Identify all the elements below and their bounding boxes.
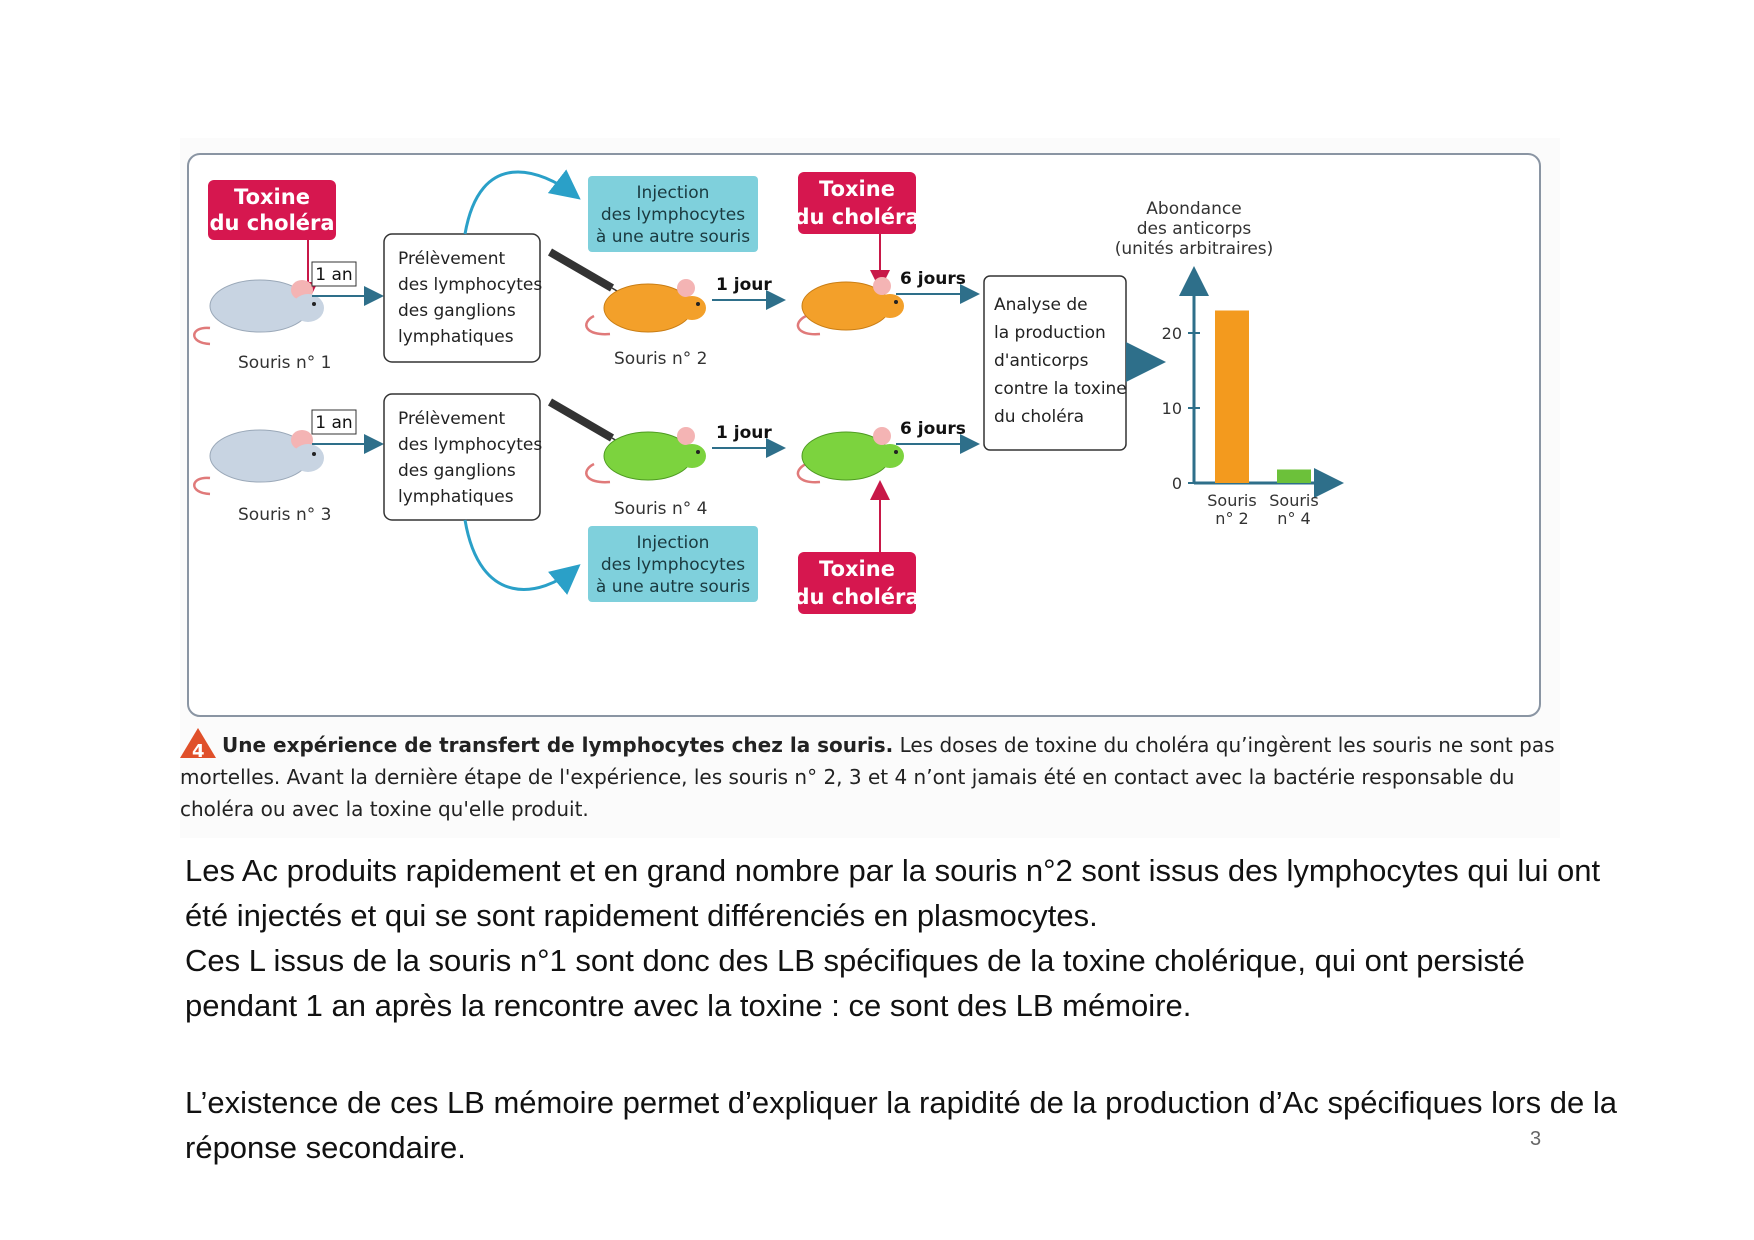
svg-text:des lymphocytes: des lymphocytes	[601, 205, 745, 225]
svg-text:des lymphocytes: des lymphocytes	[398, 435, 542, 455]
x-label-souris-4-line-2: n° 4	[1277, 509, 1310, 528]
page-number: 3	[1530, 1128, 1541, 1151]
one-year-bottom: 1 an	[312, 410, 356, 434]
svg-text:à une autre souris: à une autre souris	[596, 577, 750, 597]
paragraph-3: L’existence de ces LB mémoire permet d’e…	[185, 1080, 1635, 1170]
x-label-souris-2-line-2: n° 2	[1215, 509, 1248, 528]
mouse-3-label: Souris n° 3	[238, 505, 331, 525]
analysis-box: Analyse de la production d'anticorps con…	[984, 276, 1127, 450]
paragraph-2: Ces L issus de la souris n°1 sont donc d…	[185, 938, 1635, 1028]
svg-text:Prélèvement: Prélèvement	[398, 409, 506, 429]
svg-text:1 an: 1 an	[315, 413, 352, 433]
explanation-text: Les Ac produits rapidement et en grand n…	[185, 848, 1635, 1170]
bar-souris-n-4	[1277, 470, 1311, 484]
svg-text:des ganglions: des ganglions	[398, 461, 516, 481]
mouse-4-label: Souris n° 4	[614, 499, 707, 519]
paragraph-1: Les Ac produits rapidement et en grand n…	[185, 848, 1635, 938]
one-year-top: 1 an	[312, 262, 356, 286]
svg-text:lymphatiques: lymphatiques	[398, 327, 514, 347]
svg-text:Prélèvement: Prélèvement	[398, 249, 506, 269]
bar-souris-n-2	[1215, 311, 1249, 484]
one-day-top: 1 jour	[716, 275, 772, 295]
svg-text:Analyse de: Analyse de	[994, 295, 1088, 315]
experiment-figure: Toxine du choléra Souris n° 1 1 an Prélè…	[180, 138, 1560, 838]
svg-text:Toxine: Toxine	[819, 177, 895, 201]
figure-number-icon: 4	[180, 728, 216, 758]
svg-text:du choléra: du choléra	[209, 211, 334, 235]
chart-title-line-2: des anticorps	[1137, 219, 1252, 239]
mouse-1-label: Souris n° 1	[238, 353, 331, 373]
svg-text:contre la toxine: contre la toxine	[994, 379, 1127, 399]
injection-box-bottom: Injection des lymphocytes à une autre so…	[588, 526, 758, 602]
svg-text:d'anticorps: d'anticorps	[994, 351, 1089, 371]
six-days-top: 6 jours	[900, 269, 966, 289]
svg-text:des lymphocytes: des lymphocytes	[601, 555, 745, 575]
toxin-box-2: Toxine du choléra	[794, 172, 919, 234]
caption-bold: Une expérience de transfert de lymphocyt…	[222, 733, 893, 757]
one-day-bottom: 1 jour	[716, 423, 772, 443]
svg-text:lymphatiques: lymphatiques	[398, 487, 514, 507]
svg-text:des ganglions: des ganglions	[398, 301, 516, 321]
svg-text:Injection: Injection	[637, 533, 710, 553]
mouse-2-label: Souris n° 2	[614, 349, 707, 369]
chart-title-line-3: (unités arbitraires)	[1115, 239, 1274, 259]
y-tick-label: 0	[1172, 474, 1182, 493]
svg-text:Toxine: Toxine	[819, 557, 895, 581]
toxin-box-1: Toxine du choléra	[208, 180, 336, 240]
svg-text:la production: la production	[994, 323, 1106, 343]
svg-text:du choléra: du choléra	[994, 407, 1084, 427]
svg-text:des lymphocytes: des lymphocytes	[398, 275, 542, 295]
sampling-box-bottom: Prélèvement des lymphocytes des ganglion…	[384, 394, 542, 520]
svg-text:à une autre souris: à une autre souris	[596, 227, 750, 247]
toxin-box-3: Toxine du choléra	[794, 552, 919, 614]
svg-text:Injection: Injection	[637, 183, 710, 203]
injection-box-top: Injection des lymphocytes à une autre so…	[588, 176, 758, 252]
sampling-box-top: Prélèvement des lymphocytes des ganglion…	[384, 234, 542, 362]
svg-text:du choléra: du choléra	[794, 585, 919, 609]
y-tick-label: 20	[1162, 324, 1182, 343]
y-tick-label: 10	[1162, 399, 1182, 418]
x-label-souris-2-line-1: Souris	[1207, 491, 1256, 510]
svg-text:du choléra: du choléra	[794, 205, 919, 229]
x-label-souris-4-line-1: Souris	[1269, 491, 1318, 510]
svg-text:Toxine: Toxine	[234, 185, 310, 209]
chart-title-line-1: Abondance	[1146, 199, 1241, 219]
six-days-bottom: 6 jours	[900, 419, 966, 439]
svg-text:1 an: 1 an	[315, 265, 352, 285]
